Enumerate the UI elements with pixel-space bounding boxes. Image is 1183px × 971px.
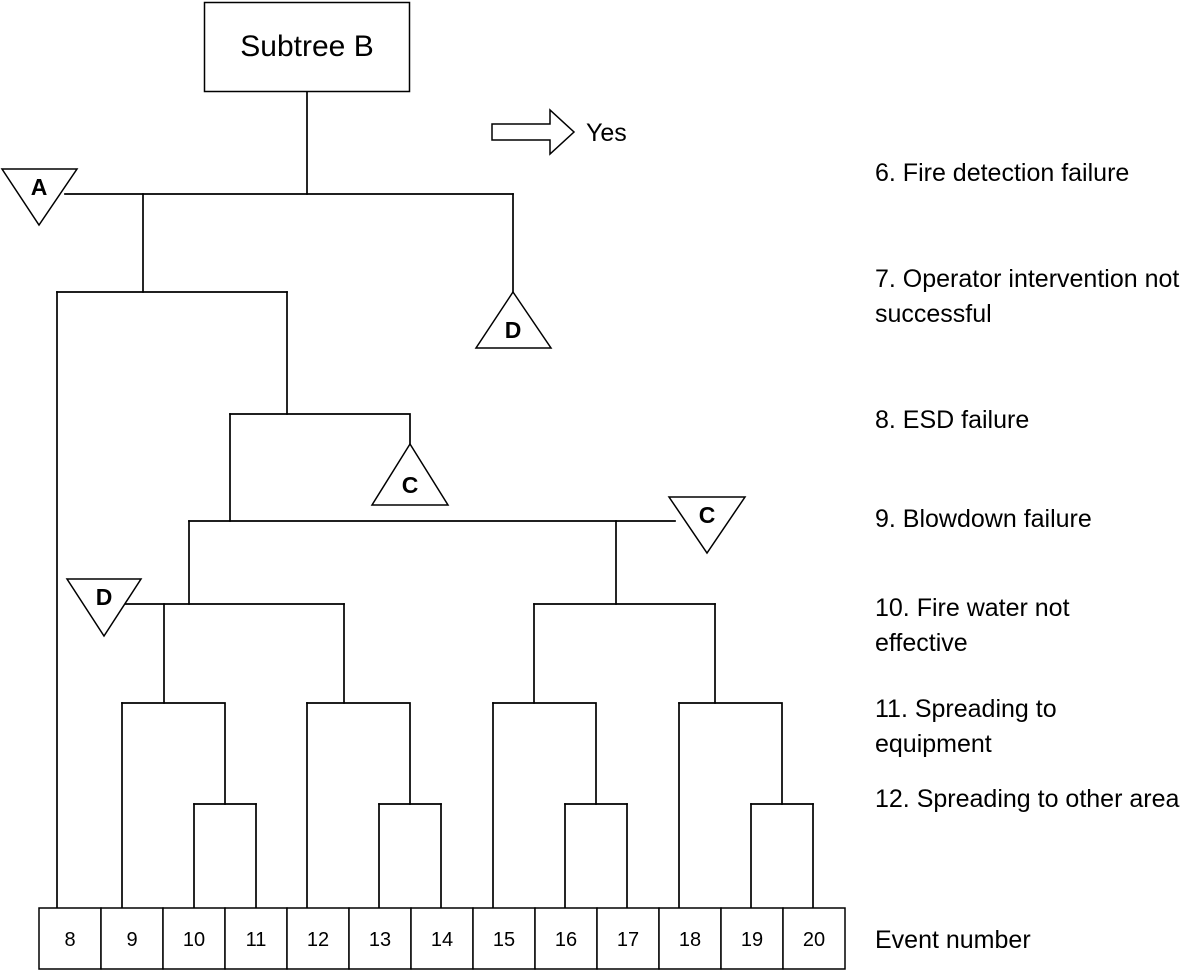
- event-number: 10: [183, 929, 205, 951]
- level-label-spreading-area: 12. Spreading to other area: [875, 785, 1180, 813]
- event-box: 8: [38, 907, 102, 970]
- event-box-frame: [782, 907, 846, 970]
- event-box: 20: [782, 907, 846, 970]
- transfer-in-triangle-icon: [0, 168, 79, 227]
- event-box: 15: [472, 907, 536, 970]
- event-box-frame: [348, 907, 412, 970]
- event-box: 10: [162, 907, 226, 970]
- subtree-title-box: Subtree B: [203, 1, 411, 93]
- event-box: 16: [534, 907, 598, 970]
- level-label-blowdown: 9. Blowdown failure: [875, 505, 1092, 533]
- connector-letter: A: [31, 174, 48, 200]
- event-box-frame: [286, 907, 350, 970]
- event-number: 14: [431, 929, 453, 951]
- event-box-frame: [534, 907, 598, 970]
- level-label-fire-water: 10. Fire water not effective: [875, 594, 1070, 657]
- event-number: 8: [64, 929, 75, 951]
- connector-letter: D: [505, 317, 522, 343]
- connector-letter: C: [402, 472, 419, 498]
- level-label-esd: 8. ESD failure: [875, 406, 1030, 434]
- yes-legend: Yes: [491, 108, 627, 156]
- event-number: 17: [617, 929, 639, 951]
- event-number: 9: [126, 929, 137, 951]
- event-number: 18: [679, 929, 701, 951]
- transfer-connector-d-out: D: [474, 290, 553, 349]
- event-box-frame: [410, 907, 474, 970]
- event-box: 9: [100, 907, 164, 970]
- event-box-frame: [472, 907, 536, 970]
- event-number: 13: [369, 929, 391, 951]
- connector-letter: D: [96, 584, 113, 610]
- event-number: 19: [741, 929, 763, 951]
- event-number: 20: [803, 929, 825, 951]
- event-box: 11: [224, 907, 288, 970]
- level-label-fire-detection: 6. Fire detection failure: [875, 159, 1130, 187]
- event-number: 11: [246, 929, 267, 951]
- event-box: 17: [596, 907, 660, 970]
- event-number: 12: [307, 929, 329, 951]
- connector-letter: C: [699, 502, 716, 528]
- event-box: 13: [348, 907, 412, 970]
- level-label-spreading-equipment: 11. Spreading to equipment: [875, 695, 1057, 758]
- event-number: 16: [555, 929, 577, 951]
- transfer-in-triangle-icon: [65, 578, 143, 638]
- event-box-frame: [658, 907, 722, 970]
- event-number-label: Event number: [875, 926, 1031, 954]
- transfer-out-triangle-icon: [474, 290, 553, 349]
- event-box-frame: [720, 907, 784, 970]
- event-box-frame: [162, 907, 226, 970]
- event-box-frame: [38, 907, 102, 970]
- yes-legend-label: Yes: [586, 119, 627, 147]
- transfer-connector-d-in: D: [65, 578, 143, 638]
- transfer-connector-a: A: [0, 168, 79, 227]
- transfer-in-triangle-icon: [667, 496, 747, 555]
- subtree-title: Subtree B: [240, 30, 373, 63]
- yes-arrow-icon: [491, 108, 576, 156]
- event-number-row: 8 9 10 11 12 13 14 15 16 17 18 19 20: [38, 907, 846, 970]
- transfer-connector-c-in: C: [667, 496, 747, 555]
- transfer-connector-c-out: C: [370, 442, 450, 506]
- event-box: 12: [286, 907, 350, 970]
- tree-branches: [56, 91, 814, 909]
- transfer-out-triangle-icon: [370, 442, 450, 506]
- event-box: 18: [658, 907, 722, 970]
- event-number: 15: [493, 929, 515, 951]
- event-box: 19: [720, 907, 784, 970]
- level-label-operator-intervention: 7. Operator intervention not successful: [875, 265, 1180, 328]
- event-box: 14: [410, 907, 474, 970]
